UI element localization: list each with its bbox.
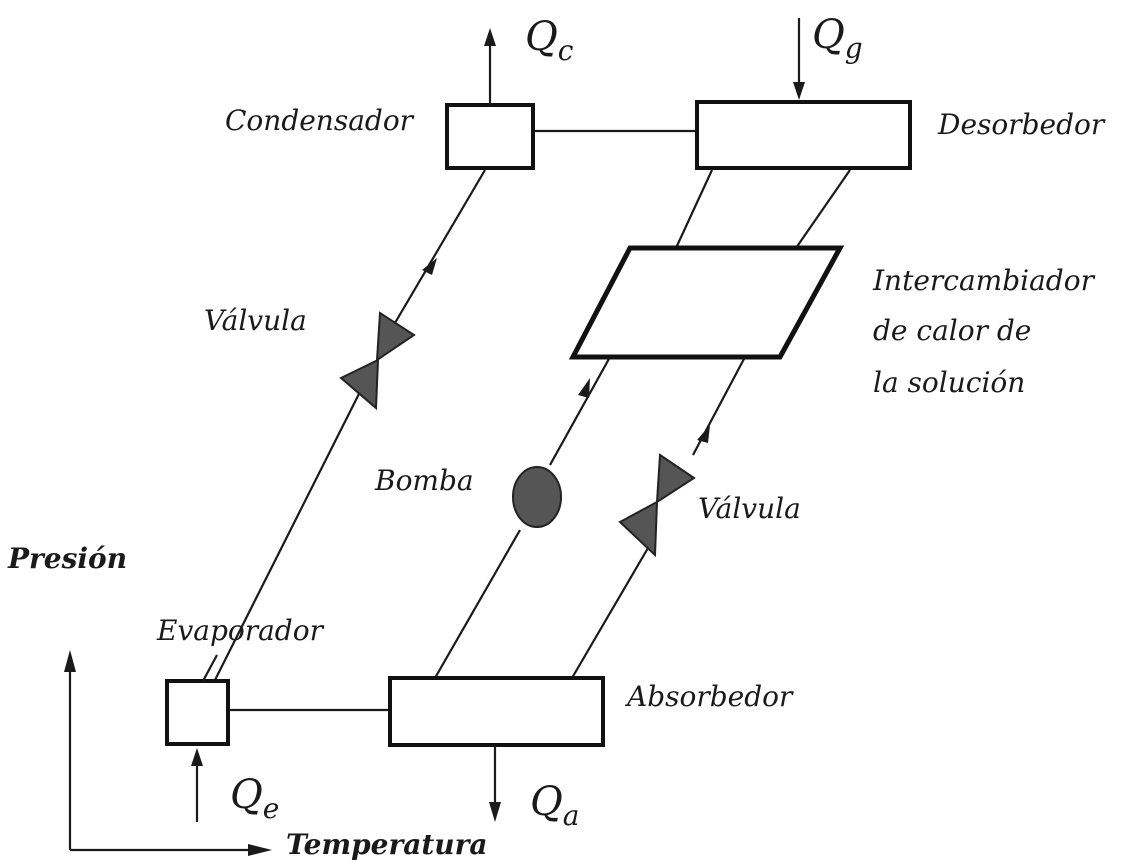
- refrigerant-line-upper: [381, 169, 486, 346]
- y-axis-label: Presión: [7, 542, 127, 575]
- flow-arrow-pump: [578, 378, 590, 398]
- desorbedor-hx-line-left: [675, 169, 713, 249]
- qe-label: Qe: [230, 772, 279, 825]
- intercambiador-parallelogram: [568, 245, 845, 360]
- valvula-left-lower-icon: [339, 358, 380, 411]
- qg-label: Qg: [812, 12, 863, 65]
- absorbedor-label: Absorbedor: [624, 680, 794, 713]
- qc-label: Qc: [525, 14, 574, 67]
- desorbedor-box: [695, 100, 912, 170]
- flow-arrow-refrigerant: [422, 258, 437, 275]
- qg-arrowhead-icon: [793, 82, 805, 100]
- qa-label: Qa: [530, 779, 580, 832]
- evaporador-label: Evaporador: [156, 614, 325, 647]
- desorbedor-hx-line-right: [795, 169, 851, 249]
- absorbedor-box: [388, 676, 605, 747]
- valvula-right-upper-icon: [655, 453, 696, 504]
- qe-arrowhead-icon: [191, 748, 203, 766]
- refrigerant-line-lower: [214, 361, 376, 681]
- intercambiador-label-line1: Intercambiador: [872, 264, 1096, 297]
- valve-line-lower: [571, 547, 649, 679]
- bomba-icon: [512, 466, 562, 528]
- condensador-box: [445, 103, 535, 170]
- evaporador-leader-line: [202, 654, 218, 682]
- valvula-left-label: Válvula: [204, 304, 307, 337]
- y-axis-arrowhead-icon: [64, 650, 76, 672]
- intercambiador-label-line3: la solución: [873, 366, 1025, 399]
- x-axis-label: Temperatura: [286, 828, 488, 861]
- pump-line-lower: [434, 529, 521, 679]
- qa-arrowhead-icon: [489, 802, 501, 822]
- pump-line-upper: [549, 356, 611, 466]
- valvula-right-label: Válvula: [698, 492, 801, 525]
- valvula-left-upper-icon: [375, 311, 416, 362]
- qc-arrowhead-icon: [484, 28, 496, 46]
- desorbedor-label: Desorbedor: [937, 108, 1106, 141]
- evaporador-box: [165, 679, 230, 746]
- x-axis-arrowhead-icon: [248, 844, 272, 856]
- flow-arrow-valve: [697, 425, 710, 443]
- bomba-label: Bomba: [374, 464, 474, 497]
- condensador-label: Condensador: [225, 104, 415, 137]
- valvula-right-lower-icon: [618, 500, 659, 558]
- intercambiador-label-line2: de calor de: [873, 314, 1031, 347]
